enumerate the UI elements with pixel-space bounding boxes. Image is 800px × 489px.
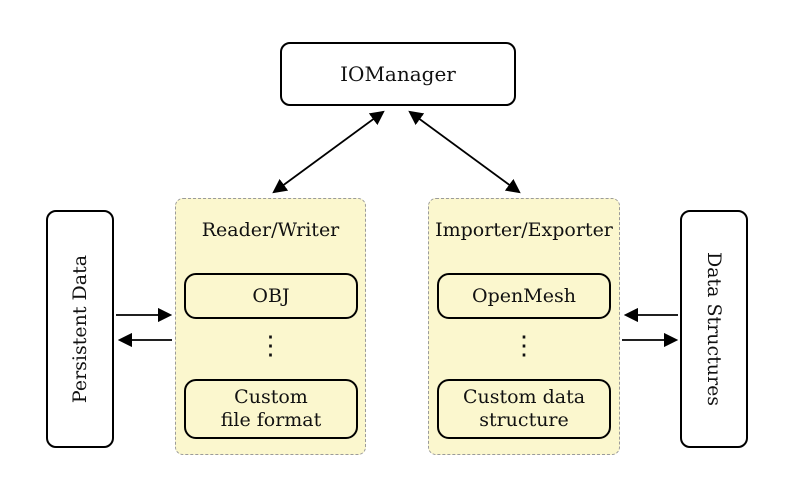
iomanager-box: IOManager (280, 42, 516, 106)
importer-exporter-vdots: ⋮ (511, 331, 537, 361)
persistent-data-label: Persistent Data (69, 254, 91, 404)
data-structures-box: Data Structures (680, 210, 748, 448)
reader-writer-title: Reader/Writer (201, 219, 340, 241)
reader-writer-panel: Reader/Writer OBJ ⋮ Custom file format (175, 198, 366, 455)
arrow-iomanager-reader-writer (272, 110, 385, 194)
custom-file-format-box: Custom file format (184, 379, 358, 439)
reader-writer-vdots: ⋮ (257, 331, 284, 361)
importer-exporter-panel: Importer/Exporter OpenMesh ⋮ Custom data… (428, 198, 620, 455)
openmesh-box: OpenMesh (437, 273, 611, 319)
persistent-data-box: Persistent Data (46, 210, 114, 448)
arrow-iomanager-importer-exporter (408, 110, 521, 194)
custom-data-structure-box: Custom data structure (437, 379, 611, 439)
iomanager-label: IOManager (340, 62, 456, 86)
importer-exporter-title: Importer/Exporter (435, 219, 613, 241)
data-structures-label: Data Structures (703, 251, 725, 407)
obj-box: OBJ (184, 273, 358, 319)
